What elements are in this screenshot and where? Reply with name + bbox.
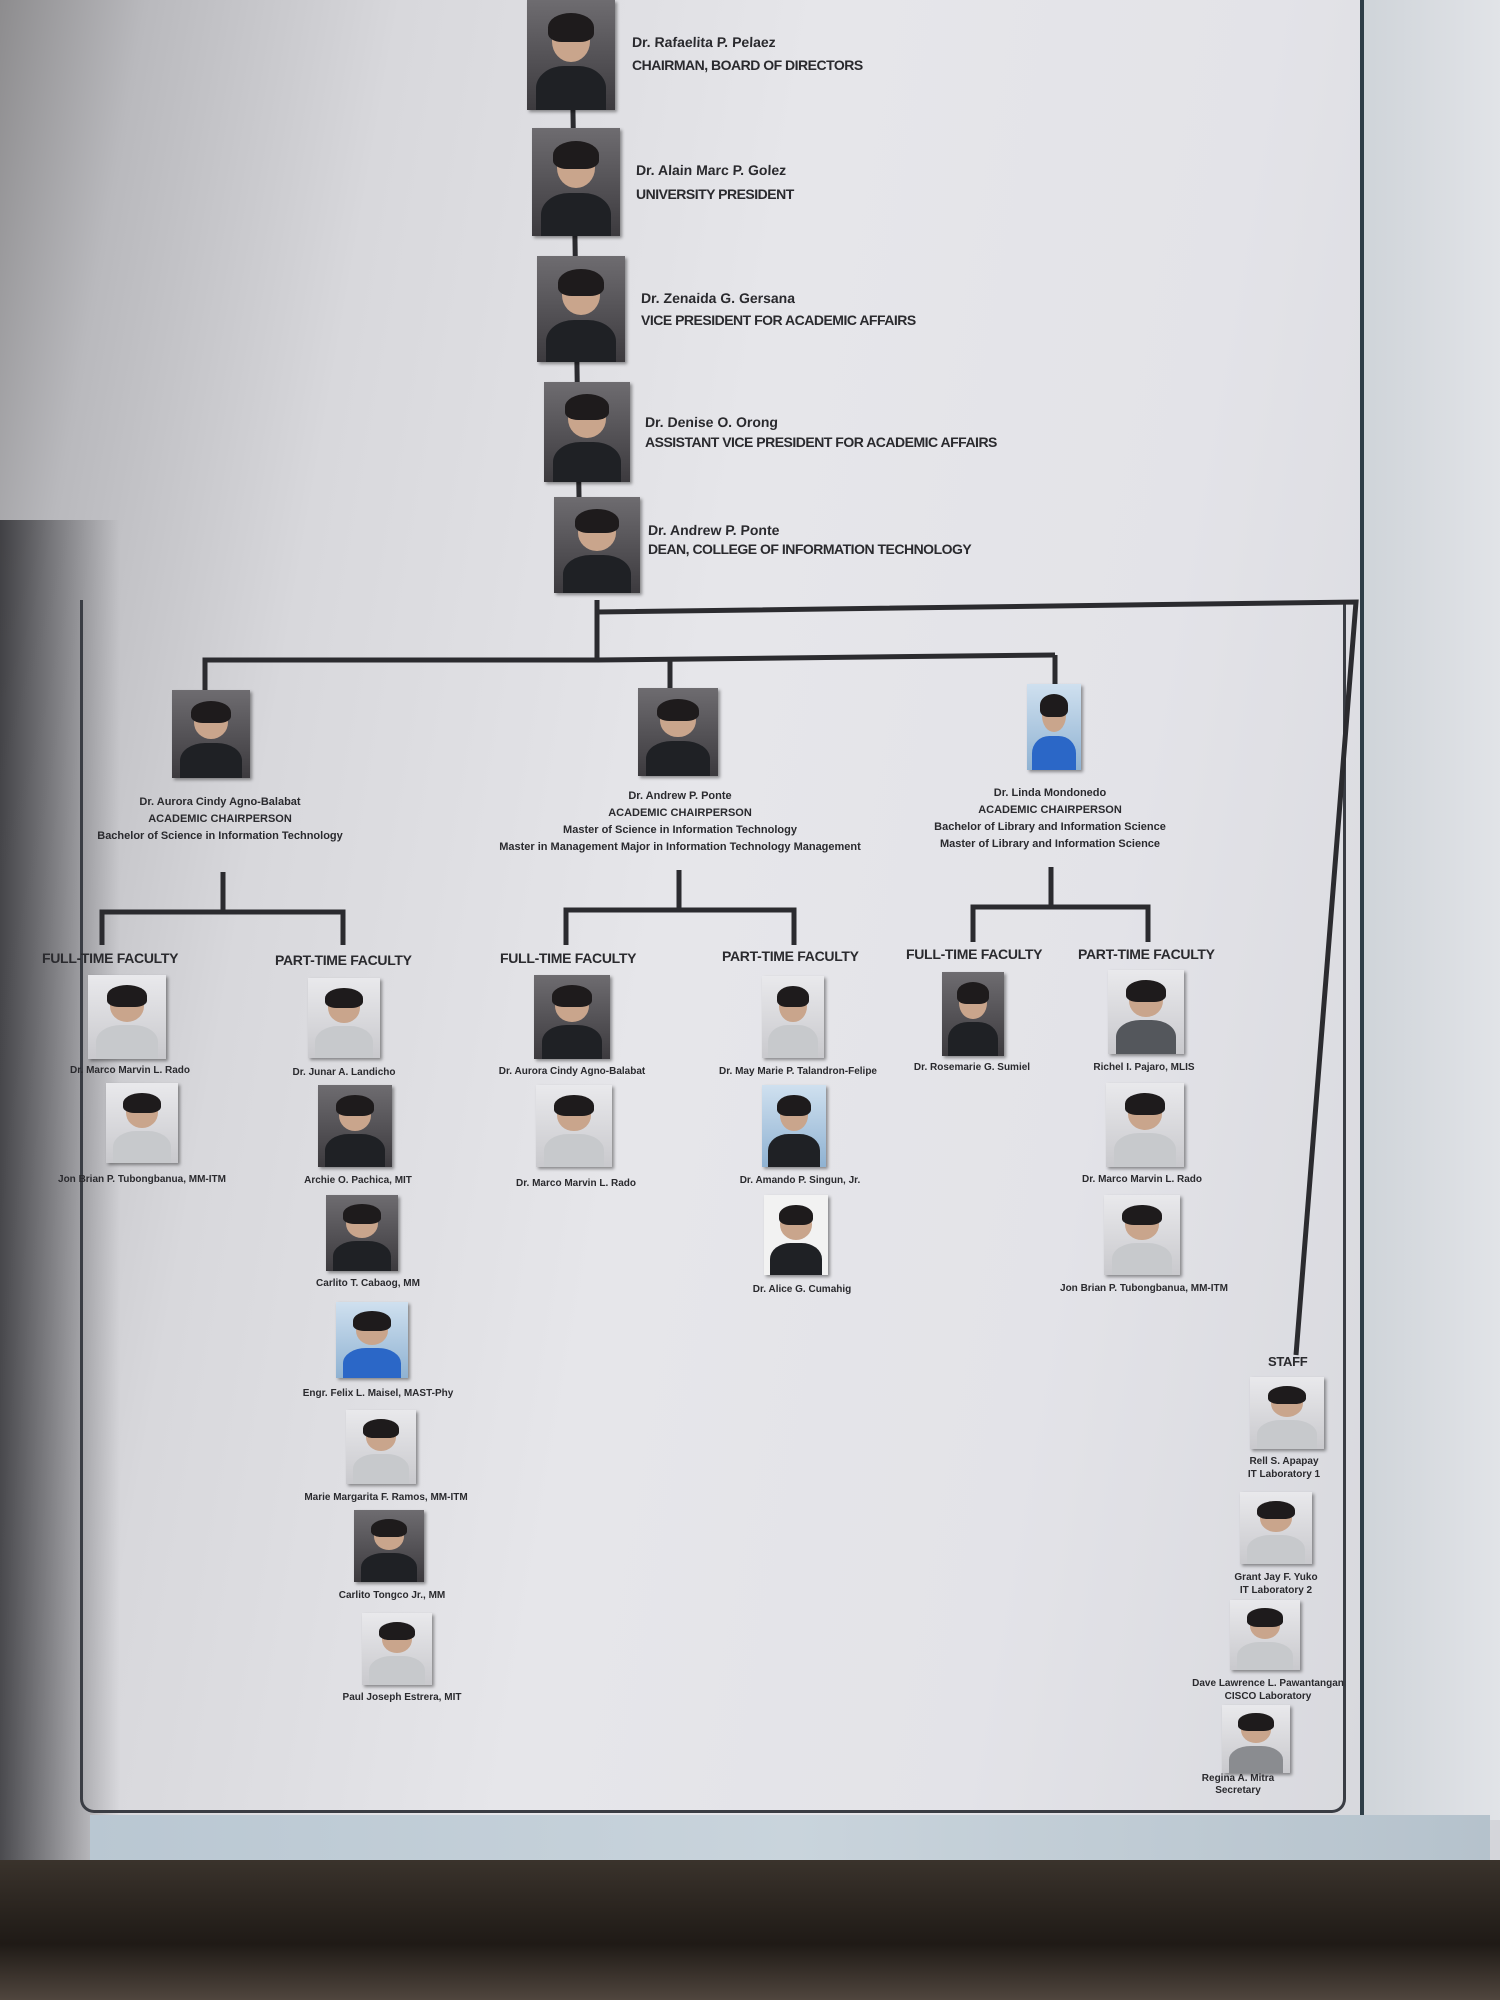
g2-part-label: PART-TIME FACULTY bbox=[722, 948, 859, 964]
g3-part-name-3: Jon Brian P. Tubongbanua, MM-ITM bbox=[1060, 1283, 1228, 1294]
chair-blis-photo bbox=[1027, 684, 1081, 770]
staff-role-1: IT Laboratory 1 bbox=[1247, 1469, 1321, 1480]
avpaa-name: Dr. Denise O. Orong bbox=[644, 414, 779, 430]
chair-blis-name: Dr. Linda Mondonedo bbox=[993, 787, 1107, 799]
g2-part-name-2: Dr. Amando P. Singun, Jr. bbox=[739, 1175, 861, 1186]
g1-part-photo-7 bbox=[362, 1613, 432, 1685]
president-photo bbox=[532, 128, 620, 236]
chair-msit-program-1: Master of Science in Information Technol… bbox=[563, 824, 797, 836]
g1-part-photo-6 bbox=[354, 1510, 424, 1582]
g3-part-photo-1 bbox=[1108, 970, 1184, 1054]
left-shadow bbox=[0, 520, 120, 1860]
g2-part-photo-2 bbox=[762, 1085, 826, 1167]
staff-photo-4 bbox=[1222, 1705, 1290, 1773]
g3-full-label: FULL-TIME FACULTY bbox=[906, 946, 1043, 962]
g3-part-photo-3 bbox=[1104, 1195, 1180, 1275]
g1-part-name-5: Marie Margarita F. Ramos, MM-ITM bbox=[304, 1492, 468, 1503]
president-name: Dr. Alain Marc P. Golez bbox=[635, 162, 787, 178]
chair-msit-photo bbox=[638, 688, 718, 776]
staff-label: STAFF bbox=[1268, 1354, 1308, 1369]
chairman-title: CHAIRMAN, BOARD OF DIRECTORS bbox=[632, 57, 863, 73]
chair-bsit-name: Dr. Aurora Cindy Agno-Balabat bbox=[139, 796, 301, 808]
staff-photo-3 bbox=[1230, 1600, 1300, 1670]
staff-role-4: Secretary bbox=[1215, 1785, 1261, 1796]
g1-part-photo-1 bbox=[308, 978, 380, 1058]
vpaa-name: Dr. Zenaida G. Gersana bbox=[640, 290, 796, 306]
g1-part-photo-4 bbox=[336, 1302, 408, 1378]
g2-part-name-1: Dr. May Marie P. Talandron-Felipe bbox=[718, 1066, 877, 1077]
g3-part-label: PART-TIME FACULTY bbox=[1078, 946, 1215, 962]
staff-name-3: Dave Lawrence L. Pawantangan bbox=[1192, 1678, 1344, 1689]
chair-bsit-text: Dr. Aurora Cindy Agno-Balabat ACADEMIC C… bbox=[10, 794, 430, 845]
chair-blis-program-2: Master of Library and Information Scienc… bbox=[939, 838, 1161, 850]
g1-part-name-6: Carlito Tongco Jr., MM bbox=[338, 1590, 446, 1601]
g3-full-photo-1 bbox=[942, 972, 1004, 1056]
staff-photo-1 bbox=[1250, 1377, 1324, 1449]
board-frame bbox=[80, 600, 1346, 1813]
g2-part-photo-1 bbox=[762, 976, 824, 1058]
g1-full-name-2: Jon Brian P. Tubongbanua, MM-ITM bbox=[58, 1174, 226, 1185]
vpaa-photo bbox=[537, 256, 625, 362]
g1-full-name-1: Dr. Marco Marvin L. Rado bbox=[69, 1065, 191, 1076]
staff-name-2: Grant Jay F. Yuko bbox=[1234, 1572, 1318, 1583]
dean-photo bbox=[554, 497, 640, 593]
g1-part-name-4: Engr. Felix L. Maisel, MAST-Phy bbox=[302, 1388, 454, 1399]
g1-part-name-3: Carlito T. Cabaog, MM bbox=[316, 1278, 420, 1289]
chair-bsit-program: Bachelor of Science in Information Techn… bbox=[97, 830, 343, 842]
chair-blis-program-1: Bachelor of Library and Information Scie… bbox=[934, 821, 1166, 833]
dean-name: Dr. Andrew P. Ponte bbox=[647, 522, 780, 538]
g1-part-label: PART-TIME FACULTY bbox=[275, 952, 412, 968]
g1-part-name-7: Paul Joseph Estrera, MIT bbox=[342, 1692, 462, 1703]
g1-full-label: FULL-TIME FACULTY bbox=[42, 950, 179, 966]
g3-part-name-1: Richel I. Pajaro, MLIS bbox=[1093, 1062, 1195, 1073]
chair-msit-text: Dr. Andrew P. Ponte ACADEMIC CHAIRPERSON… bbox=[470, 788, 890, 856]
adjacent-panel-frame bbox=[1360, 0, 1500, 1820]
staff-name-1: Rell S. Apapay bbox=[1249, 1456, 1319, 1467]
board-bottom-strip bbox=[90, 1815, 1490, 1865]
vpaa-title: VICE PRESIDENT FOR ACADEMIC AFFAIRS bbox=[641, 312, 916, 328]
g1-part-name-2: Archie O. Pachica, MIT bbox=[304, 1175, 412, 1186]
g2-full-photo-2 bbox=[536, 1085, 612, 1167]
chair-bsit-title: ACADEMIC CHAIRPERSON bbox=[148, 813, 292, 825]
avpaa-title: ASSISTANT VICE PRESIDENT FOR ACADEMIC AF… bbox=[645, 434, 997, 450]
g1-part-photo-2 bbox=[318, 1085, 392, 1167]
chair-blis-title: ACADEMIC CHAIRPERSON bbox=[978, 804, 1122, 816]
avpaa-photo bbox=[544, 382, 630, 482]
g2-full-name-1: Dr. Aurora Cindy Agno-Balabat bbox=[498, 1066, 646, 1077]
chair-msit-name: Dr. Andrew P. Ponte bbox=[628, 790, 732, 802]
g2-full-label: FULL-TIME FACULTY bbox=[500, 950, 637, 966]
floor bbox=[0, 1860, 1500, 2000]
chair-msit-program-2: Master in Management Major in Informatio… bbox=[499, 841, 861, 853]
g1-part-photo-3 bbox=[326, 1195, 398, 1271]
g3-part-photo-2 bbox=[1106, 1083, 1184, 1167]
g3-full-name-1: Dr. Rosemarie G. Sumiel bbox=[913, 1062, 1031, 1073]
g1-part-photo-5 bbox=[346, 1410, 416, 1484]
g1-full-photo-1 bbox=[88, 975, 166, 1059]
chair-blis-text: Dr. Linda Mondonedo ACADEMIC CHAIRPERSON… bbox=[840, 785, 1260, 853]
g1-part-name-1: Dr. Junar A. Landicho bbox=[292, 1067, 396, 1078]
g2-full-name-2: Dr. Marco Marvin L. Rado bbox=[515, 1178, 637, 1189]
staff-role-3: CISCO Laboratory bbox=[1224, 1691, 1312, 1702]
chair-msit-title: ACADEMIC CHAIRPERSON bbox=[608, 807, 752, 819]
chair-bsit-photo bbox=[172, 690, 250, 778]
dean-title: DEAN, COLLEGE OF INFORMATION TECHNOLOGY bbox=[648, 541, 972, 557]
g3-part-name-2: Dr. Marco Marvin L. Rado bbox=[1081, 1174, 1203, 1185]
chairman-name: Dr. Rafaelita P. Pelaez bbox=[631, 34, 776, 50]
staff-name-4: Regina A. Mitra bbox=[1201, 1773, 1275, 1784]
g2-part-photo-3 bbox=[764, 1195, 828, 1275]
president-title: UNIVERSITY PRESIDENT bbox=[636, 186, 794, 202]
chairman-photo bbox=[527, 0, 615, 110]
staff-role-2: IT Laboratory 2 bbox=[1239, 1585, 1313, 1596]
staff-photo-2 bbox=[1240, 1492, 1312, 1564]
g1-full-photo-2 bbox=[106, 1083, 178, 1163]
g2-full-photo-1 bbox=[534, 975, 610, 1059]
g2-part-name-3: Dr. Alice G. Cumahig bbox=[752, 1284, 852, 1295]
